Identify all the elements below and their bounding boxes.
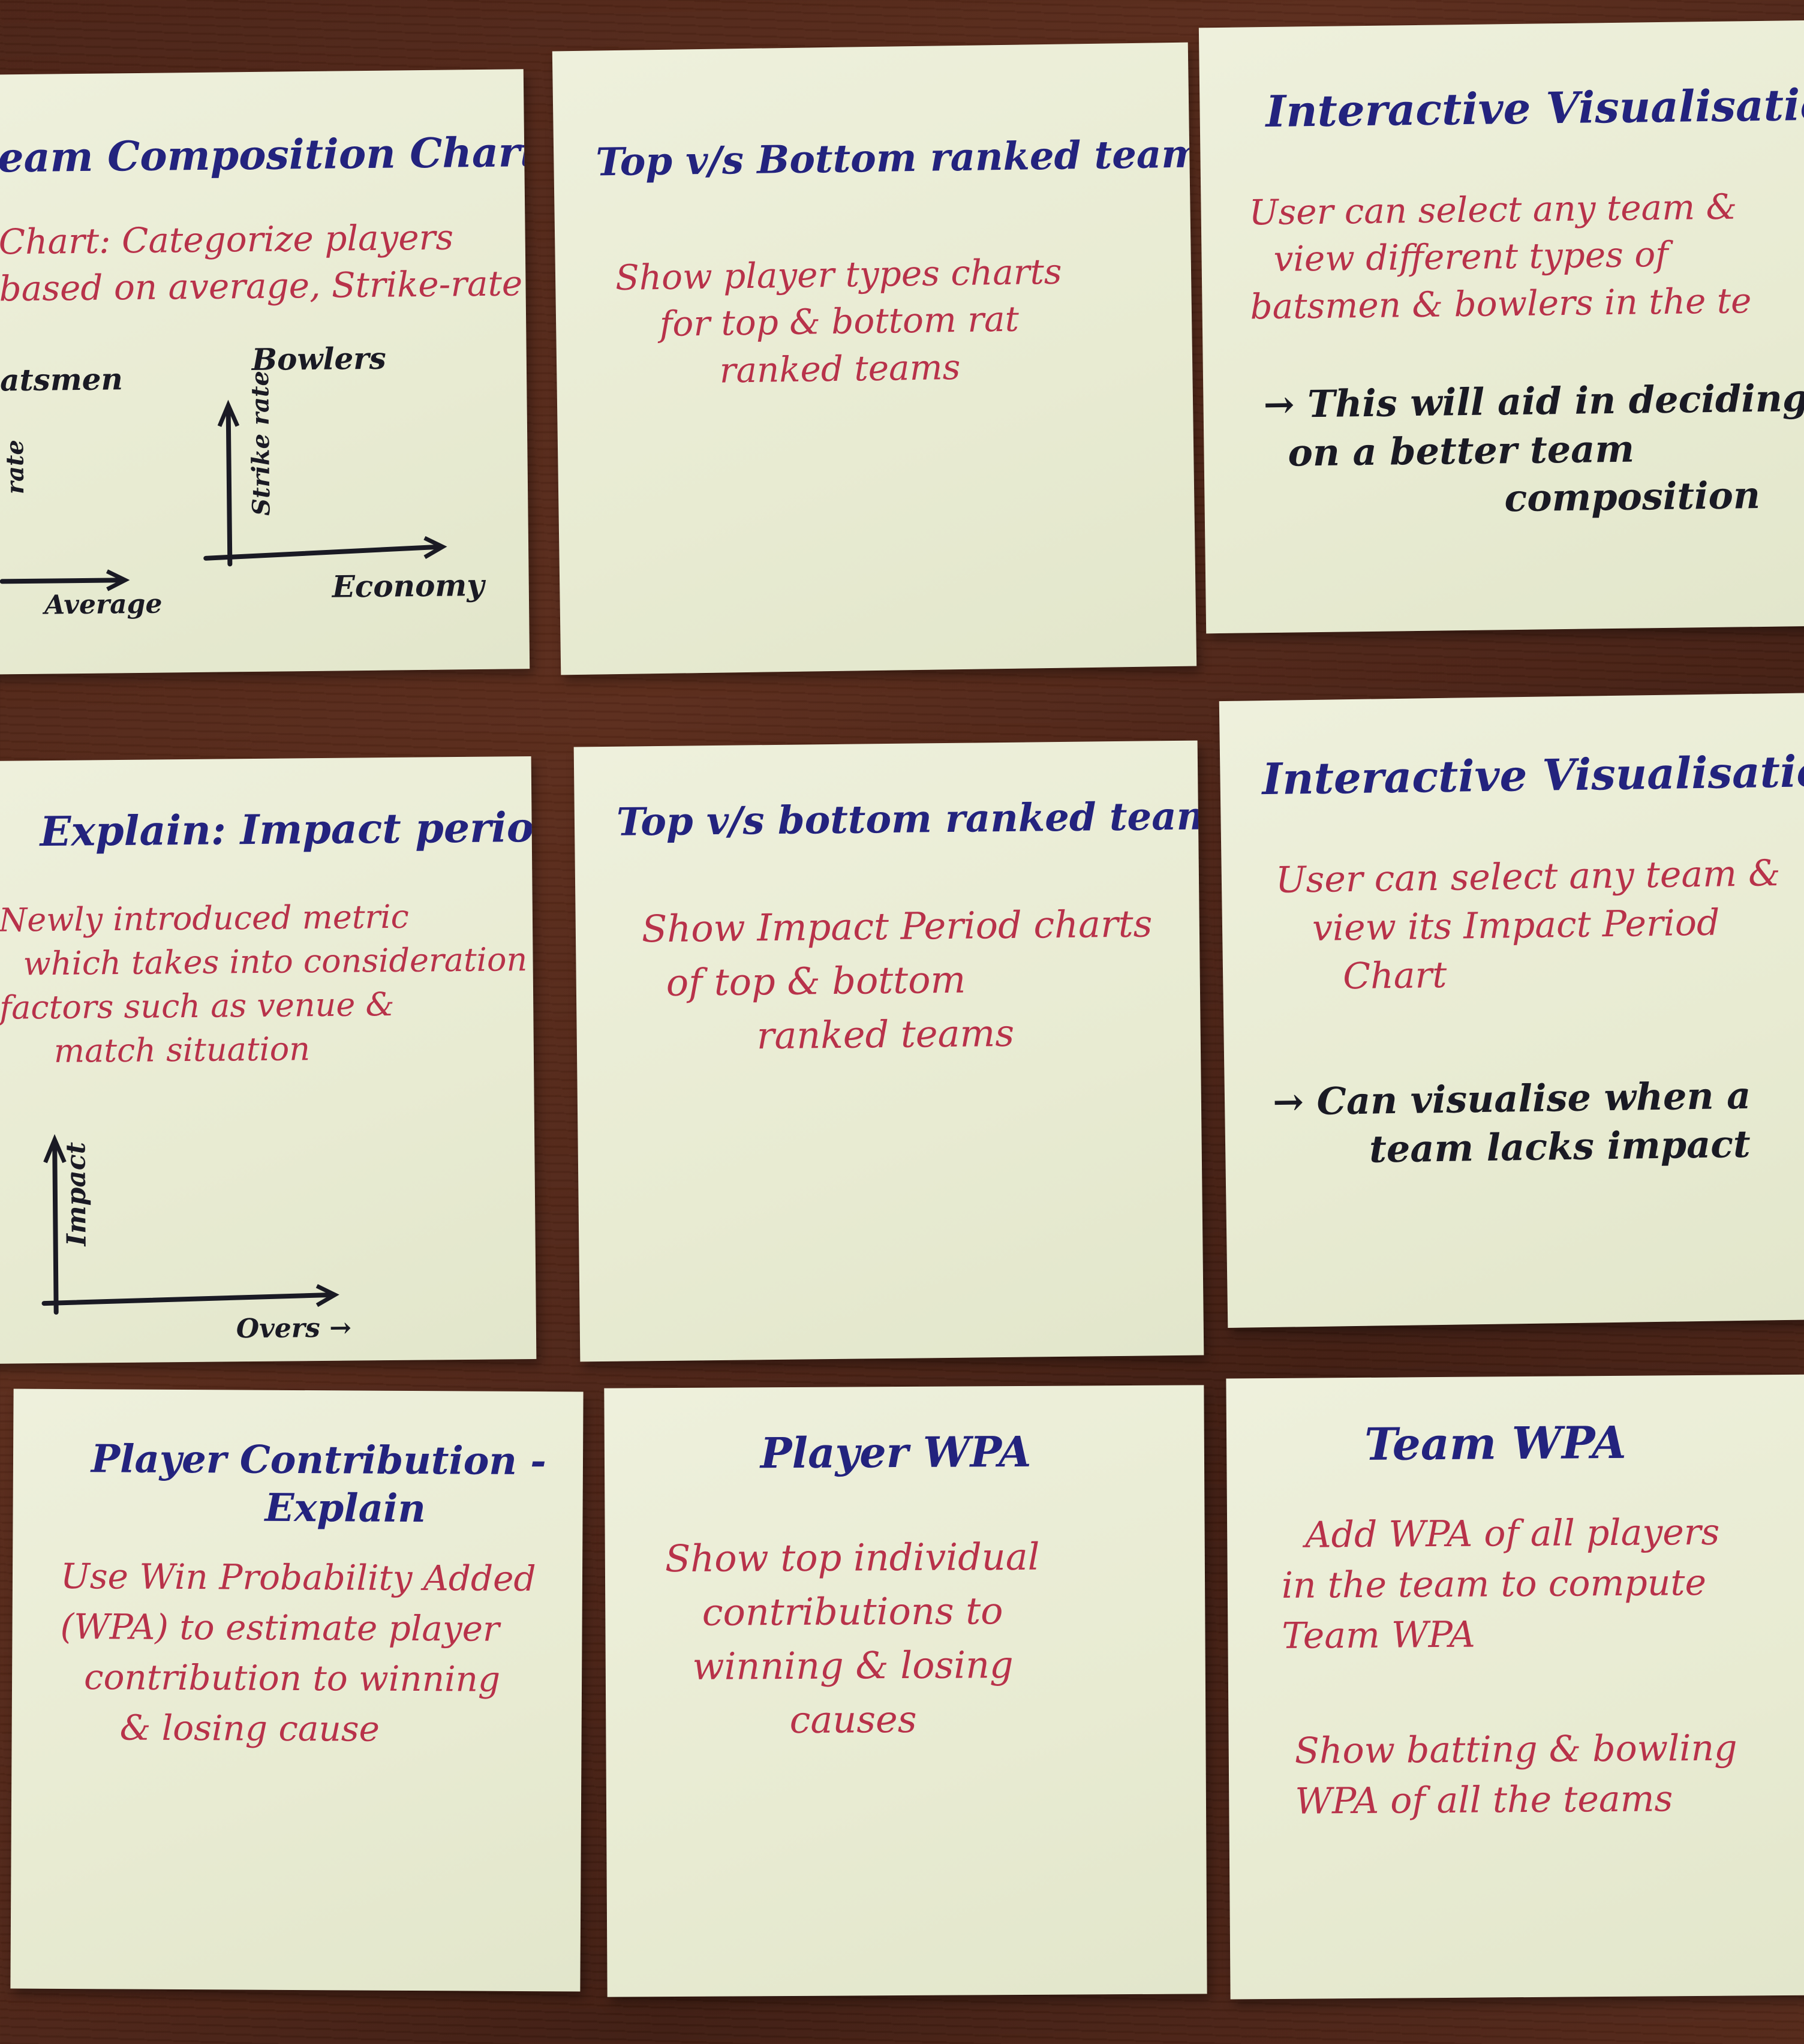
sticky-note-team-composition: eam Composition Chart Chart: Categorize …	[0, 69, 530, 675]
impact-y-axis-label: Impact	[61, 1141, 92, 1246]
note-body: User can select any team & view differen…	[1249, 183, 1752, 330]
note-line: winning & losing	[692, 1642, 1014, 1688]
note-line: Use Win Probability Added	[60, 1555, 536, 1600]
note-line: Show Impact Period charts	[641, 901, 1153, 951]
note-line: (WPA) to estimate player	[60, 1606, 500, 1649]
note-line: in the team to compute	[1281, 1561, 1707, 1607]
sticky-note-interactive-visualisation-impact: Interactive Visualisation User can selec…	[1219, 693, 1804, 1328]
note-title: Interactive Visualisation	[1261, 745, 1804, 805]
note-title: Team WPA	[1364, 1417, 1626, 1471]
note-line: composition	[1504, 473, 1761, 521]
note-body: Add WPA of all players in the team to co…	[1281, 1507, 1721, 1661]
note-line: of top & bottom	[666, 957, 966, 1005]
note-line: ranked teams	[719, 346, 961, 391]
note-line: Add WPA of all players	[1304, 1511, 1720, 1556]
note-line: Show top individual	[665, 1534, 1040, 1581]
note-line: contribution to winning	[83, 1657, 501, 1700]
note-line: view its Impact Period	[1312, 901, 1720, 949]
note-conclusion: → Can visualise when a team lacks impact	[1273, 1072, 1752, 1175]
sticky-note-player-contribution: Player Contribution - Explain Use Win Pr…	[10, 1388, 584, 1992]
note-title: Top v/s bottom ranked teams	[616, 793, 1204, 845]
note-line: WPA of all the teams	[1295, 1778, 1673, 1823]
note-line: → This will aid in deciding	[1263, 376, 1804, 427]
sticky-note-top-vs-bottom-player-types: Top v/s Bottom ranked teams Show player …	[552, 42, 1197, 675]
sticky-note-top-vs-bottom-impact-period: Top v/s bottom ranked teams Show Impact …	[573, 740, 1204, 1362]
sticky-note-impact-period: Explain: Impact period Newly introduced …	[0, 756, 537, 1364]
note-line: batsmen & bowlers in the te	[1250, 279, 1752, 327]
note-line: contributions to	[702, 1589, 1003, 1634]
batsmen-x-axis-label: Average	[44, 588, 163, 621]
note-body: Use Win Probability Added (WPA) to estim…	[59, 1551, 536, 1756]
note-body: User can select any team & view its Impa…	[1275, 849, 1782, 1002]
note-line: Chart	[1342, 954, 1447, 998]
sticky-note-team-wpa: Team WPA Add WPA of all players in the t…	[1226, 1374, 1804, 2000]
note-title-continued: Explain	[264, 1485, 426, 1532]
note-line: & losing cause	[119, 1707, 380, 1750]
note-line: on a better team	[1288, 426, 1635, 475]
note-body: Show player types charts for top & botto…	[615, 248, 1064, 395]
note-line: view different types of	[1273, 234, 1669, 280]
note-conclusion: → This will aid in deciding on a better …	[1263, 374, 1804, 526]
note-line: causes	[789, 1697, 917, 1742]
note-line: for top & bottom rat	[659, 298, 1020, 345]
impact-axes	[41, 1134, 339, 1315]
note-line: Team WPA	[1282, 1613, 1476, 1657]
note-line: Show batting & bowling	[1294, 1727, 1737, 1772]
note-line: team lacks impact	[1369, 1122, 1751, 1171]
note-title: Interactive Visualisation	[1265, 78, 1804, 137]
note-title: Top v/s Bottom ranked teams	[595, 131, 1197, 185]
note-line: Show player types charts	[615, 251, 1063, 299]
note-body: Show top individual contributions to win…	[665, 1530, 1041, 1748]
note-title: Player Contribution -	[91, 1436, 546, 1484]
note-line: ranked teams	[756, 1011, 1015, 1058]
bowlers-x-axis-label: Economy	[332, 567, 485, 605]
sticky-note-interactive-visualisation-composition: Interactive Visualisation User can selec…	[1198, 20, 1804, 634]
note-body: Show Impact Period charts of top & botto…	[641, 897, 1153, 1064]
sticky-note-player-wpa: Player WPA Show top individual contribut…	[604, 1385, 1207, 1997]
batsmen-axes	[0, 399, 447, 591]
note-line: → Can visualise when a	[1272, 1073, 1751, 1124]
note-body-secondary: Show batting & bowling WPA of all the te…	[1294, 1723, 1737, 1827]
impact-x-axis-label: Overs →	[236, 1312, 352, 1345]
note-line: User can select any team &	[1249, 186, 1737, 233]
note-line: User can select any team &	[1275, 852, 1781, 901]
note-title: Player WPA	[760, 1426, 1032, 1478]
